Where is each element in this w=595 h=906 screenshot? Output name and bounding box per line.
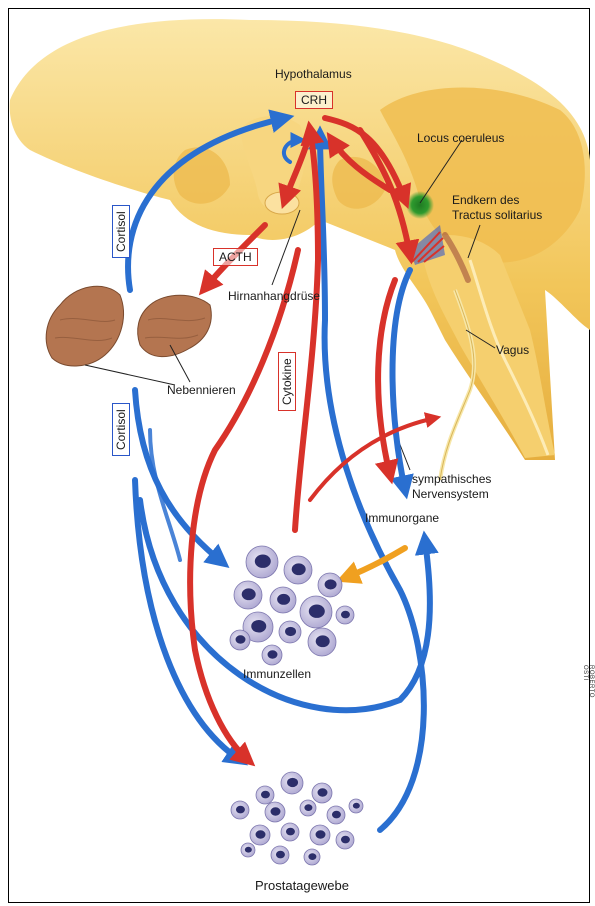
- prostate-cell: [271, 846, 289, 864]
- adrenal-right: [138, 295, 212, 356]
- prostate-cell: [281, 823, 299, 841]
- immune-cell: [308, 628, 336, 656]
- label-cortisol-top: Cortisol: [112, 205, 130, 258]
- label-immunorgane: Immunorgane: [365, 511, 439, 525]
- label-endkern-1: Endkern des: [452, 193, 519, 207]
- label-hypothalamus: Hypothalamus: [275, 67, 352, 81]
- adrenal-left: [46, 286, 123, 366]
- prostate-cell: [336, 831, 354, 849]
- label-nebennieren: Nebennieren: [167, 383, 236, 397]
- immune-cell: [336, 606, 354, 624]
- prostate-cell: [256, 786, 274, 804]
- label-endkern-2: Tractus solitarius: [452, 208, 542, 222]
- prostate-cell: [310, 825, 330, 845]
- immune-cell: [284, 556, 312, 584]
- label-acth: ACTH: [213, 248, 258, 266]
- label-immunzellen: Immunzellen: [243, 667, 311, 681]
- prostate-cell: [300, 800, 316, 816]
- prostate-cell: [241, 843, 255, 857]
- label-cortisol-mid: Cortisol: [112, 403, 130, 456]
- prostate-cell: [349, 799, 363, 813]
- immune-cell: [270, 587, 296, 613]
- immune-cell-cluster: [230, 546, 354, 665]
- label-sympathisches: sympathisches: [412, 472, 491, 486]
- prostate-cell-cluster: [231, 772, 363, 865]
- immune-cell: [234, 581, 262, 609]
- immune-cell: [246, 546, 278, 578]
- immune-cell: [262, 645, 282, 665]
- locus-coeruleus-spot: [406, 191, 434, 219]
- prostate-cell: [327, 806, 345, 824]
- prostate-cell: [265, 802, 285, 822]
- credit-roberto-osti: ROBERTO OSTI: [582, 665, 594, 698]
- immune-cell: [300, 596, 332, 628]
- orange-arrow-immunorgane-to-cells: [345, 548, 405, 578]
- prostate-cell: [312, 783, 332, 803]
- immune-cell: [318, 573, 342, 597]
- label-cytokine: Cytokine: [278, 352, 296, 411]
- immune-cell: [279, 621, 301, 643]
- brain-shape: [10, 19, 590, 460]
- immune-cell: [230, 630, 250, 650]
- label-hirnanhangdruese: Hirnanhangdrüse: [228, 289, 320, 303]
- label-vagus: Vagus: [496, 343, 529, 357]
- blue-arrow-sympathetic: [393, 270, 411, 490]
- label-prostatagewebe: Prostatagewebe: [255, 879, 349, 893]
- label-locus-coeruleus: Locus coeruleus: [417, 131, 504, 145]
- label-crh: CRH: [295, 91, 333, 109]
- prostate-cell: [250, 825, 270, 845]
- prostate-cell: [231, 801, 249, 819]
- prostate-cell: [281, 772, 303, 794]
- prostate-cell: [304, 849, 320, 865]
- label-nervensystem: Nervensystem: [412, 487, 489, 501]
